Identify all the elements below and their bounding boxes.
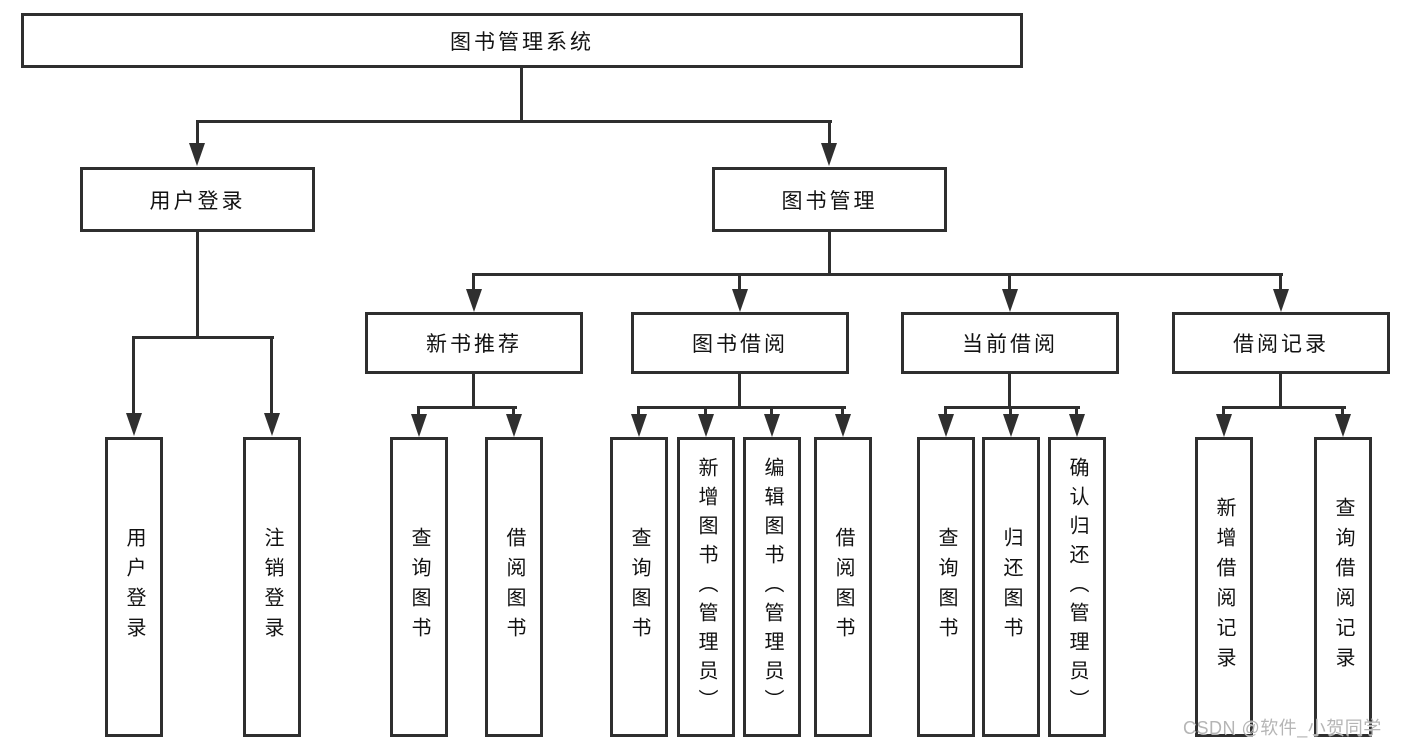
leaf-newbooks-borrow-books: 借阅图书: [485, 437, 543, 737]
arrow-down-icon: [1335, 414, 1351, 437]
leaf-borrow-add-books-admin: 新增图书（管理员）: [677, 437, 735, 737]
node-current-borrow: 当前借阅: [901, 312, 1119, 374]
arrow-down-icon: [631, 414, 647, 437]
node-user-login: 用户登录: [80, 167, 315, 232]
arrow-down-icon: [764, 414, 780, 437]
leaf-records-add-record: 新增借阅记录: [1195, 437, 1253, 737]
connector-line: [1279, 374, 1282, 406]
arrow-down-icon: [1002, 289, 1018, 312]
connector-line: [1009, 406, 1012, 415]
connector-line: [472, 273, 1283, 276]
connector-line: [196, 120, 199, 143]
connector-line: [738, 374, 741, 406]
connector-line: [637, 406, 640, 415]
arrow-down-icon: [821, 143, 837, 166]
connector-line: [520, 68, 523, 120]
connector-line: [944, 406, 947, 415]
leaf-current-query-books: 查询图书: [917, 437, 975, 737]
connector-line: [417, 406, 517, 409]
node-user-login-label: 用户登录: [149, 189, 246, 213]
node-book-borrow-label: 图书借阅: [692, 333, 788, 356]
arrow-down-icon: [264, 413, 280, 436]
connector-line: [472, 273, 475, 289]
node-book-management-label: 图书管理: [781, 189, 878, 213]
connector-line: [270, 336, 273, 413]
connector-line: [1341, 406, 1344, 415]
arrow-down-icon: [126, 413, 142, 436]
node-borrow-records: 借阅记录: [1172, 312, 1390, 374]
arrow-down-icon: [938, 414, 954, 437]
leaf-newbooks-query-books: 查询图书: [390, 437, 448, 737]
arrow-down-icon: [732, 289, 748, 312]
connector-line: [132, 336, 135, 413]
connector-line: [1222, 406, 1225, 415]
arrow-down-icon: [1069, 414, 1085, 437]
arrow-down-icon: [698, 414, 714, 437]
connector-line: [1008, 374, 1011, 406]
node-new-book-recommend-label: 新书推荐: [426, 333, 522, 356]
csdn-watermark: CSDN @软件_小贺同学: [1183, 718, 1382, 738]
leaf-borrow-query-books: 查询图书: [610, 437, 668, 737]
connector-line: [738, 273, 741, 289]
leaf-current-return-books: 归还图书: [982, 437, 1040, 737]
node-root: 图书管理系统: [21, 13, 1023, 68]
connector-line: [944, 406, 1080, 409]
connector-line: [1222, 406, 1346, 409]
arrow-down-icon: [1216, 414, 1232, 437]
connector-line: [1279, 273, 1282, 289]
connector-line: [770, 406, 773, 415]
arrow-down-icon: [506, 414, 522, 437]
connector-line: [472, 374, 475, 406]
arrow-down-icon: [411, 414, 427, 437]
connector-line: [417, 406, 420, 415]
node-book-management: 图书管理: [712, 167, 947, 232]
arrow-down-icon: [466, 289, 482, 312]
connector-line: [1008, 273, 1011, 289]
leaf-logout-login: 注销登录: [243, 437, 301, 737]
leaf-borrow-edit-books-admin: 编辑图书（管理员）: [743, 437, 801, 737]
connector-line: [704, 406, 707, 415]
connector-line: [132, 336, 274, 339]
leaf-records-query-record: 查询借阅记录: [1314, 437, 1372, 737]
connector-line: [1075, 406, 1078, 415]
connector-line: [828, 232, 831, 273]
connector-line: [637, 406, 846, 409]
node-book-borrow: 图书借阅: [631, 312, 849, 374]
arrow-down-icon: [1003, 414, 1019, 437]
leaf-user-login: 用户登录: [105, 437, 163, 737]
node-new-book-recommend: 新书推荐: [365, 312, 583, 374]
connector-line: [828, 120, 831, 143]
arrow-down-icon: [835, 414, 851, 437]
node-current-borrow-label: 当前借阅: [962, 333, 1058, 356]
connector-line: [512, 406, 515, 415]
connector-line: [196, 232, 199, 336]
leaf-current-confirm-return-admin: 确认归还（管理员）: [1048, 437, 1106, 737]
arrow-down-icon: [189, 143, 205, 166]
node-borrow-records-label: 借阅记录: [1233, 333, 1329, 356]
arrow-down-icon: [1273, 289, 1289, 312]
node-root-label: 图书管理系统: [450, 30, 594, 54]
connector-line: [841, 406, 844, 415]
leaf-borrow-borrow-books: 借阅图书: [814, 437, 872, 737]
connector-line: [196, 120, 832, 123]
